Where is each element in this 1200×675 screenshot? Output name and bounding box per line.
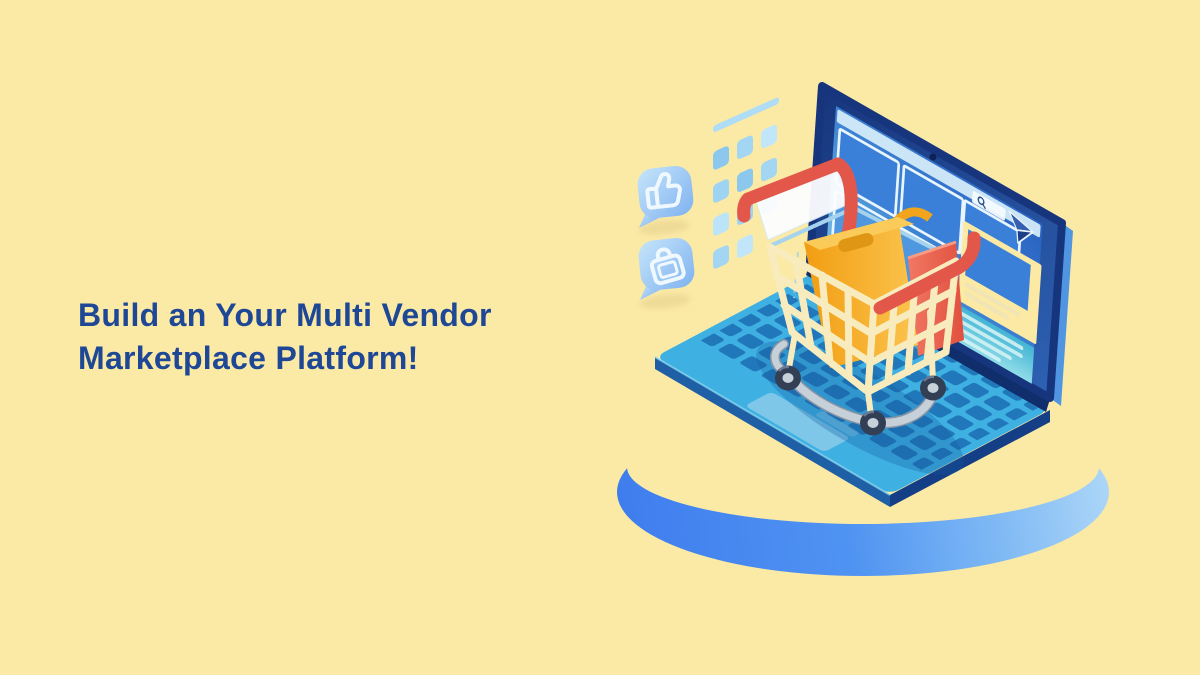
- shopping-cart: [737, 157, 981, 436]
- headline-line-2: Marketplace Platform!: [78, 340, 419, 376]
- deck-highlight: [654, 356, 891, 496]
- deck-right-edge: [890, 410, 1050, 507]
- cart-handle: [737, 157, 858, 243]
- search-bar: [972, 191, 1006, 221]
- headline: Build an Your Multi Vendor Marketplace P…: [78, 294, 492, 380]
- trackpad: [747, 393, 849, 451]
- trackpad-button: [815, 411, 859, 437]
- featured-card-image: [965, 229, 1031, 311]
- headline-line-1: Build an Your Multi Vendor: [78, 297, 492, 333]
- webcam-dot: [929, 153, 937, 161]
- shopping-bag-icon: [638, 237, 695, 309]
- wheel: [775, 365, 801, 391]
- cart-push-bar: [873, 231, 981, 315]
- wheel: [920, 375, 946, 401]
- cursor-icon: [1008, 210, 1034, 244]
- wheel: [860, 410, 886, 436]
- search-icon: [977, 196, 986, 210]
- bag-handle-cutout: [838, 233, 874, 252]
- cart-shadow: [756, 341, 964, 475]
- thumbs-up-icon: [637, 165, 694, 235]
- deck-front-edge: [655, 357, 890, 507]
- cart-wheels: [775, 365, 946, 436]
